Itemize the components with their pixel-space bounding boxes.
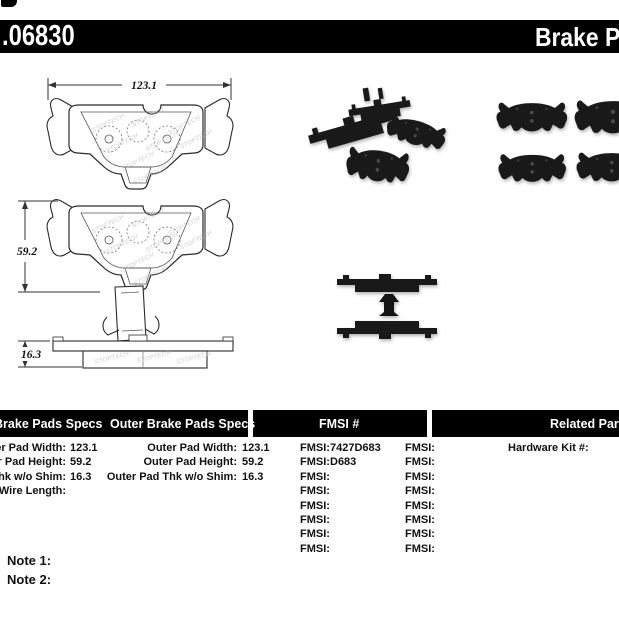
fmsi-label: FMSI: <box>405 528 435 540</box>
fmsi-label: FMSI: <box>405 471 435 483</box>
pad-rear-drawing-2 <box>46 198 234 291</box>
fmsi-label: FMSI: <box>300 456 330 468</box>
inner-specs-title: Inner Brake Pads Specs <box>0 417 103 431</box>
brake-pad-photo <box>383 112 449 153</box>
spec-value: 59.2 <box>70 456 92 468</box>
fmsi-label: FMSI: <box>300 485 330 497</box>
header-bar <box>0 20 619 53</box>
fmsi-label: FMSI: <box>405 485 435 497</box>
fmsi-header-bar <box>253 410 427 437</box>
fmsi-label: FMSI: <box>300 543 330 555</box>
fmsi-label: FMSI: <box>300 514 330 526</box>
related-parts-title: Related Parts <box>550 417 619 431</box>
fmsi-label: FMSI: <box>405 514 435 526</box>
fmsi-label: FMSI: <box>300 442 330 454</box>
outer-specs-title: Outer Brake Pads Specs <box>110 417 256 431</box>
fmsi-label: FMSI: <box>405 500 435 512</box>
brake-pad-photo <box>337 274 437 292</box>
spec-label: Outer Pad Thk w/o Shim: <box>106 471 237 483</box>
related-parts-header-bar <box>432 410 619 437</box>
pad-side-drawing <box>52 285 234 369</box>
dim-width-label: 123.1 <box>131 80 157 92</box>
fmsi-label: FMSI: <box>405 456 435 468</box>
dim-height-label: 59.2 <box>17 246 37 258</box>
spec-label: Sensor Wire Length: <box>0 485 66 497</box>
brake-pad-photo <box>496 102 568 132</box>
fmsi-title: FMSI # <box>319 417 360 431</box>
dim-thickness-label: 16.3 <box>21 349 41 361</box>
brake-pad-photo <box>574 100 619 134</box>
brake-pad-photo <box>337 321 437 339</box>
spec-label: Outer Pad Height: <box>143 456 237 468</box>
fmsi-label: FMSI: <box>300 471 330 483</box>
fmsi-label: FMSI: <box>405 543 435 555</box>
spec-value: 59.2 <box>242 456 264 468</box>
fmsi-label: FMSI: <box>405 442 435 454</box>
brake-pad-photo <box>576 152 619 182</box>
technical-drawings: STOPTECH STOPTECH STOPTECH STOPTECH STOP… <box>17 78 234 369</box>
spec-value: 123.1 <box>242 442 270 454</box>
specs-header-bar <box>0 410 248 437</box>
note-2: Note 2: <box>7 572 52 587</box>
width-dimension <box>47 78 232 100</box>
note-1: Note 1: <box>7 553 52 568</box>
pad-rear-drawing <box>46 97 234 190</box>
hardware-kit-label: Hardware Kit #: <box>508 442 589 454</box>
brake-pad-photo <box>347 87 412 124</box>
spec-label: Inner Pad Width: <box>0 442 66 454</box>
page-title: Brake Pads <box>535 22 619 52</box>
fmsi-label: FMSI: <box>300 500 330 512</box>
spec-label: Inner Pad Height: <box>0 456 66 468</box>
spec-label: Outer Pad Width: <box>147 442 237 454</box>
spec-label: Inner Pad Thk w/o Shim: <box>0 471 66 483</box>
spec-value: 123.1 <box>70 442 98 454</box>
brake-pad-photo <box>344 146 411 186</box>
fmsi-value: 7427D683 <box>330 442 381 454</box>
part-number: .06830 <box>2 20 75 52</box>
spec-value: 16.3 <box>242 471 264 483</box>
spec-value: 16.3 <box>70 471 92 483</box>
abutment-clip-photo <box>379 294 399 316</box>
cropped-text-fragment <box>1 0 17 7</box>
brake-pad-photo <box>498 154 566 182</box>
fmsi-value: D683 <box>330 456 357 468</box>
product-photos <box>306 87 619 339</box>
fmsi-label: FMSI: <box>300 528 330 540</box>
